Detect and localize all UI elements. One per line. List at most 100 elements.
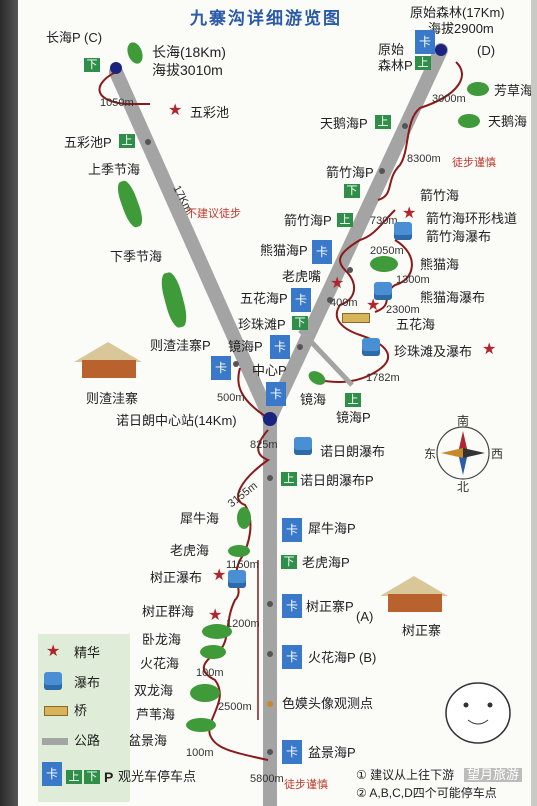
legend-down-icon: 下 — [84, 770, 100, 784]
label-jianzhu-p: 箭竹海P — [284, 213, 332, 228]
lake-shuzheng-1 — [202, 624, 232, 639]
label-zhongxin-p: 中心P — [252, 363, 287, 378]
stop-yuanshi[interactable]: 上 — [415, 56, 431, 70]
label-jianzhu-fall: 箭竹海瀑布 — [426, 229, 492, 244]
fall-shuzheng-icon — [228, 570, 246, 588]
dist-825: 825m — [250, 439, 278, 451]
stop-jianzhu[interactable]: 上 — [337, 213, 353, 227]
label-shuanglong: 双龙海 — [134, 683, 174, 698]
bus-jinghai[interactable]: 卡 — [270, 335, 290, 359]
label-jianzhu-loop: 箭竹海环形栈道 — [426, 211, 518, 226]
label-huolong: 火花海 — [140, 656, 180, 671]
nuorilang-node — [263, 412, 277, 426]
lake-wolong — [200, 645, 226, 659]
dist-3000: 3000m — [432, 93, 466, 105]
trail-right-mid — [317, 209, 396, 383]
legend-pubu: 瀑布 — [74, 675, 101, 690]
bus-xiongmao[interactable]: 卡 — [312, 240, 332, 264]
label-yuanshi-p: 原始森林P — [378, 42, 413, 73]
label-huolong-p: 火花海P (B) — [308, 650, 377, 665]
dist-100b: 100m — [186, 747, 214, 759]
legend-bus-note: 观光车停车点 — [118, 769, 197, 784]
dist-8300: 8300m — [407, 153, 441, 165]
fall-nuorilang-icon — [294, 437, 312, 455]
label-zezhawa-village: 则渣洼寨 — [86, 391, 139, 406]
legend-gonglu: 公路 — [74, 733, 101, 748]
star-jianzhu: ★ — [402, 205, 417, 222]
label-fangcaohai: 芳草海 — [494, 83, 534, 98]
label-wucaichi: 五彩池 — [190, 105, 230, 120]
label-xiongmao: 熊猫海 — [420, 257, 460, 272]
dist-500: 500m — [217, 392, 245, 404]
lake-laohu — [228, 545, 250, 557]
label-laohu-p: 老虎海P — [302, 555, 350, 570]
label-yuanshi-alt: 海拔2900m — [428, 21, 494, 36]
sticker-face — [445, 682, 511, 744]
label-semo: 色嫫头像观测点 — [282, 696, 374, 711]
label-jianzhu: 箭竹海 — [420, 188, 460, 203]
label-xiongmao-p: 熊猫海P — [260, 243, 308, 258]
lake-fangcaohai — [467, 82, 489, 96]
trail-right-top — [377, 61, 463, 201]
bus-zezhawa[interactable]: 卡 — [211, 356, 231, 380]
bus-huolong[interactable]: 卡 — [282, 645, 302, 669]
bus-zhongxin[interactable]: 卡 — [266, 382, 286, 406]
trail-right-loop — [374, 239, 413, 313]
label-jianzhu-p-top: 箭竹海P — [326, 165, 374, 180]
dist-1300: 1300m — [396, 274, 430, 286]
legend-road-icon — [42, 738, 68, 745]
road-right-branch — [263, 43, 448, 425]
dist-2050: 2050m — [370, 245, 404, 257]
legend-star-icon: ★ — [46, 643, 61, 660]
legend-bus-icon: 卡 — [42, 762, 62, 786]
label-shuzheng-p-a: (A) — [356, 609, 374, 624]
star-wucaichi: ★ — [168, 102, 183, 119]
stop-nuorilang-fall[interactable]: 上 — [281, 472, 297, 486]
bus-penjing[interactable]: 卡 — [282, 740, 302, 764]
stop-jinghai[interactable]: 上 — [345, 393, 361, 407]
legend-panel: ★ 精华 瀑布 桥 公路 卡 上 下 P — [38, 634, 130, 802]
label-xiniu-p: 犀牛海P — [308, 521, 356, 536]
bus-yuanshi[interactable]: 卡 — [415, 30, 435, 54]
star-laohuzui: ★ — [330, 275, 345, 292]
label-shangjijie: 上季节海 — [88, 162, 141, 177]
label-zezhawa-p: 则渣洼寨P — [150, 338, 211, 353]
stop-jianzhu-top[interactable]: 下 — [344, 184, 360, 198]
dist-2300: 2300m — [386, 304, 420, 316]
trail-left-top — [98, 71, 150, 105]
label-xiongmao-fall: 熊猫海瀑布 — [420, 290, 486, 305]
stop-tiane[interactable]: 上 — [375, 115, 391, 129]
stop-zhenzhu[interactable]: 下 — [292, 316, 308, 330]
bus-xiniu[interactable]: 卡 — [282, 518, 302, 542]
dist-1782: 1782m — [366, 372, 400, 384]
watermark: 望月旅游 — [464, 768, 523, 782]
star-shuzheng-fall: ★ — [212, 567, 227, 584]
label-zhenzhu-fall: 珍珠滩及瀑布 — [394, 344, 473, 359]
legend-qiao: 桥 — [74, 703, 88, 718]
label-xiniu: 犀牛海 — [180, 511, 220, 526]
label-wuhua-p: 五花海P — [240, 291, 288, 306]
label-tiane-p: 天鹅海P — [320, 116, 368, 131]
stop-laohu[interactable]: 下 — [281, 555, 297, 569]
label-changhai-p: 长海P (C) — [46, 30, 103, 45]
star-wuhua: ★ — [366, 297, 381, 314]
label-yuanshi: 原始森林(17Km) — [410, 5, 505, 20]
stop-changhai[interactable]: 下 — [84, 58, 100, 72]
dist-2500: 2500m — [218, 701, 252, 713]
label-shuzheng-village: 树正寨 — [402, 623, 442, 638]
lake-xiongmao — [370, 256, 398, 272]
legend-bridge-icon — [44, 706, 68, 716]
bus-shuzheng[interactable]: 卡 — [282, 594, 302, 618]
compass-south: 南 — [457, 414, 470, 428]
label-nuorilang-fall: 诺日朗瀑布 — [320, 444, 386, 459]
label-penjing-p: 盆景海P — [308, 745, 356, 760]
bus-wuhua[interactable]: 卡 — [291, 288, 311, 312]
road-left-branch — [109, 65, 277, 425]
dist-1200: 1200m — [226, 618, 260, 630]
label-laohu: 老虎海 — [170, 543, 210, 558]
fall-zhenzhu-icon — [362, 338, 380, 356]
label-jinghai-p2: 镜海P — [336, 410, 371, 425]
stop-wucaichi[interactable]: 上 — [119, 134, 135, 148]
